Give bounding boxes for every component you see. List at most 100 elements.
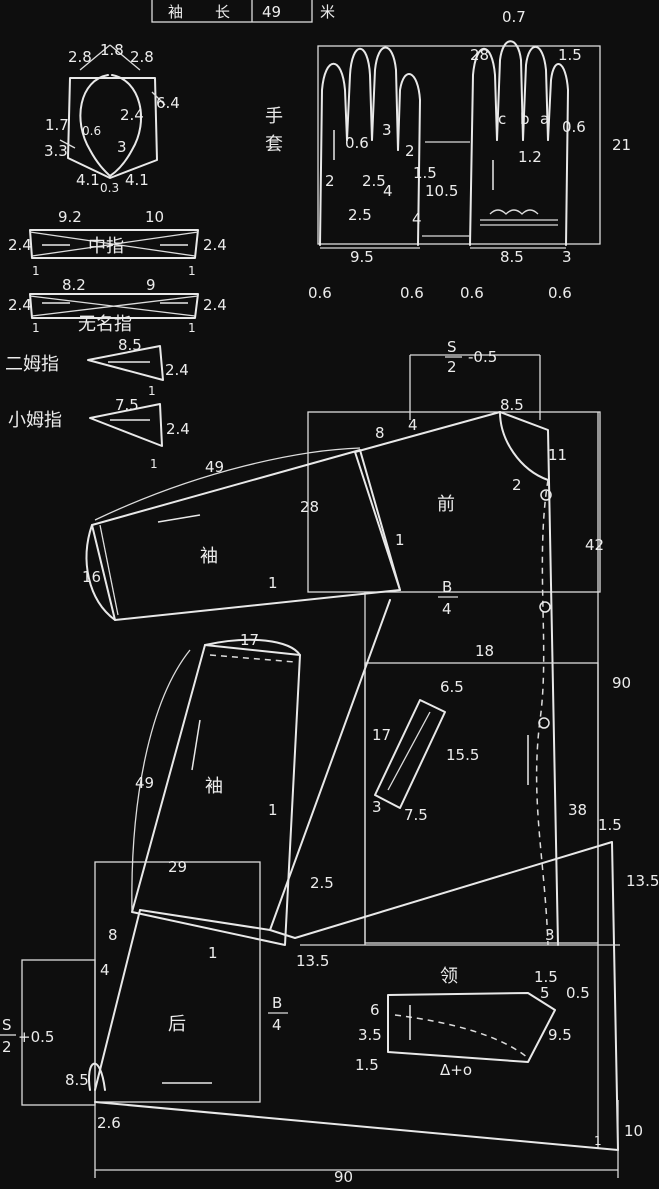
finger-ring: 8.2 9 2.4 2.4 无名指 1 1: [8, 276, 227, 335]
glove-label-18: 4: [412, 210, 422, 228]
glove-label-11: 2: [405, 142, 415, 160]
glove-label-8: a: [540, 110, 549, 128]
glove-label-14: 2: [325, 172, 335, 190]
finger-little-bottom: 1: [150, 457, 158, 471]
glove-label-15: 2.5: [362, 172, 386, 190]
back-label-1: 8: [108, 926, 118, 944]
back-label-6: 8.5: [65, 1071, 89, 1089]
sleeve-upper-label-2: 1: [268, 574, 278, 592]
header-unit: 米: [320, 3, 335, 21]
glove-label-7: b: [520, 110, 530, 128]
sleeve-upper-label: 袖: [200, 546, 218, 567]
thumb-label-11: 4.1: [125, 171, 149, 189]
front-formula-den: 2: [447, 358, 457, 376]
thumb-label-9: 4.1: [76, 171, 100, 189]
finger-little-name: 小姆指: [8, 410, 62, 431]
finger-little-side: 2.4: [166, 420, 190, 438]
sleeve-lower-label: 袖: [205, 776, 223, 797]
front-label-1: 8: [375, 424, 385, 442]
front-label-0: 8.5: [500, 396, 524, 414]
glove-label-17: 2.5: [348, 206, 372, 224]
sleeve-upper-label-1: 16: [82, 568, 101, 586]
finger-middle: 9.2 10 2.4 2.4 中指 1 1: [8, 208, 227, 278]
glove-title-top: 手: [265, 106, 283, 127]
front-formula-num: S: [447, 338, 457, 356]
front-label-18: 3: [545, 926, 555, 944]
collar-label-6: 1.5: [355, 1056, 379, 1074]
back-label-9: 10: [624, 1122, 643, 1140]
thumb-label-5: 0.6: [82, 124, 101, 138]
finger-index-bottom: 1: [148, 384, 156, 398]
finger-ring-side-r: 2.4: [203, 296, 227, 314]
glove-label-2: 1.5: [558, 46, 582, 64]
collar-label-4: 3.5: [358, 1026, 382, 1044]
glove-label-21: 3: [562, 248, 572, 266]
thumb-label-2: 2.8: [130, 48, 154, 66]
glove-label-9: 3: [382, 121, 392, 139]
back-label-3: 1: [208, 944, 218, 962]
finger-ring-left: 8.2: [62, 276, 86, 294]
header-value: 49: [262, 3, 281, 21]
front-label-12: 3: [372, 798, 382, 816]
collar-label-0: 1.5: [534, 968, 558, 986]
back-label-0: 29: [168, 858, 187, 876]
thumb-label-1: 1.8: [100, 41, 124, 59]
finger-middle-bottom-r: 1: [188, 264, 196, 278]
front-label-15: 90: [612, 674, 631, 692]
finger-little-top: 7.5: [115, 396, 139, 414]
thumb-label-0: 2.8: [68, 48, 92, 66]
finger-ring-bottom-r: 1: [188, 321, 196, 335]
back-side-den: 2: [2, 1038, 12, 1056]
sleeve-lower-label-2: 1: [268, 801, 278, 819]
sleeve-lower: 袖 17 49 1: [131, 599, 391, 946]
finger-ring-name: 无名指: [78, 314, 132, 335]
glove-label-13: 10.5: [425, 182, 458, 200]
finger-middle-right: 10: [145, 208, 164, 226]
finger-index-side: 2.4: [165, 361, 189, 379]
front-label-17: 13.5: [626, 872, 659, 890]
glove-label-16: 4: [383, 182, 393, 200]
finger-middle-left: 9.2: [58, 208, 82, 226]
glove-label-5: 1.2: [518, 148, 542, 166]
glove-label-6: c: [498, 110, 506, 128]
finger-ring-right: 9: [146, 276, 156, 294]
glove-pattern: 手 套 0.7 28 1.5 0.6 21 1.2 c b a 3 0.6 2: [265, 8, 631, 302]
front-frac-den: 4: [442, 600, 452, 618]
finger-middle-bottom-l: 1: [32, 264, 40, 278]
sleeve-lower-label-0: 17: [240, 631, 259, 649]
glove-label-22: 0.6: [308, 284, 332, 302]
thumb-label-6: 2.4: [120, 106, 144, 124]
front-label-10: 17: [372, 726, 391, 744]
collar-label-2: 0.5: [566, 984, 590, 1002]
collar-label-1: 5: [540, 984, 550, 1002]
back-side-num: S: [2, 1016, 12, 1034]
back-frac-num: B: [272, 994, 282, 1012]
front-label-7: 1: [395, 531, 405, 549]
finger-index: 二姆指 8.5 2.4 1: [5, 336, 189, 398]
thumb-label-10: 0.3: [100, 181, 119, 195]
header-label1: 袖: [168, 3, 183, 21]
front-label-16: 1.5: [598, 816, 622, 834]
sleeve-upper: 袖 49 16 1: [82, 447, 401, 621]
back-body: 后 29 8 4 1 2.5 13.5 8.5 2.6 90 10 1 S 2 …: [0, 841, 643, 1186]
finger-little: 小姆指 7.5 2.4 1: [8, 396, 190, 471]
glove-label-23: 0.6: [400, 284, 424, 302]
back-side-rest: +0.5: [18, 1028, 54, 1046]
header-table: 袖 长 49 米: [151, 0, 335, 23]
thumb-label-7: 3.3: [44, 142, 68, 160]
front-label-2: 4: [408, 416, 418, 434]
front-label-8: 18: [475, 642, 494, 660]
back-label: 后: [168, 1014, 186, 1035]
front-label-4: 2: [512, 476, 522, 494]
collar-formula: Δ+o: [440, 1061, 472, 1079]
glove-label-25: 0.6: [548, 284, 572, 302]
finger-middle-side-l: 2.4: [8, 236, 32, 254]
back-label-5: 13.5: [296, 952, 329, 970]
back-label-10: 1: [594, 1134, 602, 1148]
glove-label-0: 0.7: [502, 8, 526, 26]
front-frac-num: B: [442, 578, 452, 596]
collar-label: 领: [440, 966, 458, 987]
back-label-2: 4: [100, 961, 110, 979]
finger-index-top: 8.5: [118, 336, 142, 354]
